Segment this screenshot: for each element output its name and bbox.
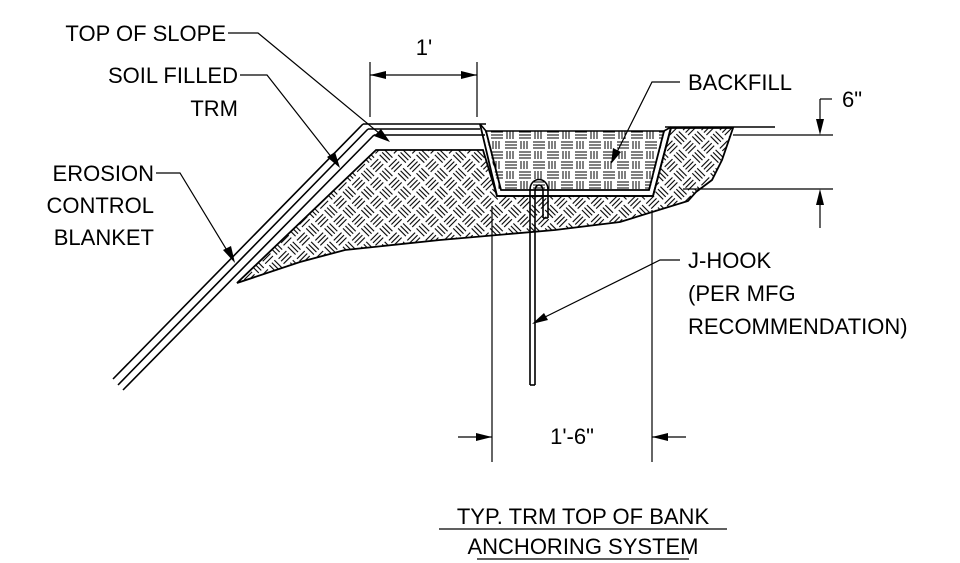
label-j-hook-line1: J-HOOK	[688, 248, 771, 273]
label-j-hook-line3: RECOMMENDATION)	[688, 314, 908, 339]
drawing-title-line2: ANCHORING SYSTEM	[467, 534, 698, 559]
label-top-of-slope: TOP OF SLOPE	[65, 21, 226, 46]
dimension-six-inch-text: 6"	[842, 87, 862, 112]
soil-filled-trm-mass	[236, 127, 735, 284]
dimension-one-foot-text: 1'	[416, 35, 432, 60]
dimension-one-six	[458, 206, 686, 462]
anchor-trench	[479, 123, 672, 197]
label-backfill: BACKFILL	[688, 70, 792, 95]
leader-lines	[156, 32, 680, 324]
backfill-fill	[485, 131, 665, 190]
label-j-hook-line2: (PER MFG	[688, 281, 796, 306]
dimension-one-foot	[369, 62, 478, 117]
label-erosion-control-blanket-line3: BLANKET	[54, 225, 154, 250]
dimension-six-inch	[683, 98, 833, 228]
drawing-title-line1: TYP. TRM TOP OF BANK	[457, 504, 710, 529]
erosion-control-blanket-layers	[112, 123, 375, 391]
j-hook	[529, 178, 549, 386]
label-soil-filled-trm-line2: TRM	[190, 96, 238, 121]
top-surface-lines	[363, 123, 775, 136]
label-soil-filled-trm-line1: SOIL FILLED	[108, 63, 238, 88]
label-erosion-control-blanket-line1: EROSION	[53, 161, 154, 186]
label-erosion-control-blanket-line2: CONTROL	[46, 193, 154, 218]
dimension-one-six-text: 1'-6"	[550, 424, 594, 449]
